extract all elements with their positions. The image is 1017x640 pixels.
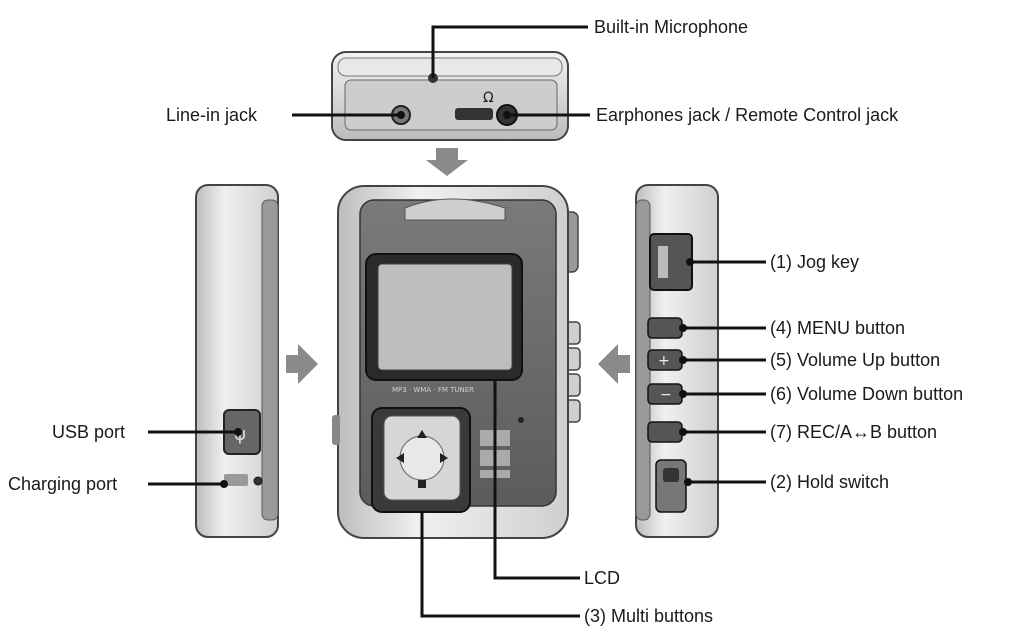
jog-key (649, 233, 693, 291)
svg-text:MP3 · WMA · FM TUNER: MP3 · WMA · FM TUNER (392, 386, 474, 394)
label-jog-key: (1) Jog key (770, 252, 860, 272)
label-line-in-jack: Line-in jack (166, 105, 258, 125)
svg-text:+: + (658, 353, 670, 369)
label-lcd: LCD (584, 568, 621, 588)
arrow-right (286, 344, 318, 384)
svg-text:Ω: Ω (483, 90, 494, 106)
label-menu-button: (4) MENU button (770, 318, 906, 338)
label-multi-buttons: (3) Multi buttons (584, 606, 714, 626)
svg-text:−: − (660, 387, 672, 403)
label-volume-up-button: (5) Volume Up button (770, 350, 941, 370)
callout-lines (148, 25, 766, 618)
label-charging-port: Charging port (8, 474, 118, 494)
rec-button-side (647, 421, 683, 443)
label-hold-switch: (2) Hold switch (770, 472, 890, 492)
menu-button-side (647, 317, 683, 339)
hold-switch-side (655, 459, 687, 513)
label-volume-down-button: (6) Volume Down button (770, 384, 964, 404)
callout-dots (220, 111, 694, 488)
lcd-screen (377, 263, 513, 371)
front-view: MP3 · WMA · FM TUNER (332, 185, 581, 539)
right-side-view: + − (635, 184, 719, 538)
top-view: Ω (331, 51, 569, 141)
arrow-down (426, 148, 468, 176)
arrow-left (598, 344, 630, 384)
label-earphones-jack: Earphones jack / Remote Control jack (596, 105, 899, 125)
top-slot (455, 108, 493, 120)
label-rec-ab-button: (7) REC/A↔B button (770, 422, 938, 442)
label-built-in-microphone: Built-in Microphone (594, 17, 749, 37)
label-usb-port: USB port (52, 422, 126, 442)
multi-button-center (399, 435, 445, 481)
charging-port-hole (253, 476, 263, 486)
